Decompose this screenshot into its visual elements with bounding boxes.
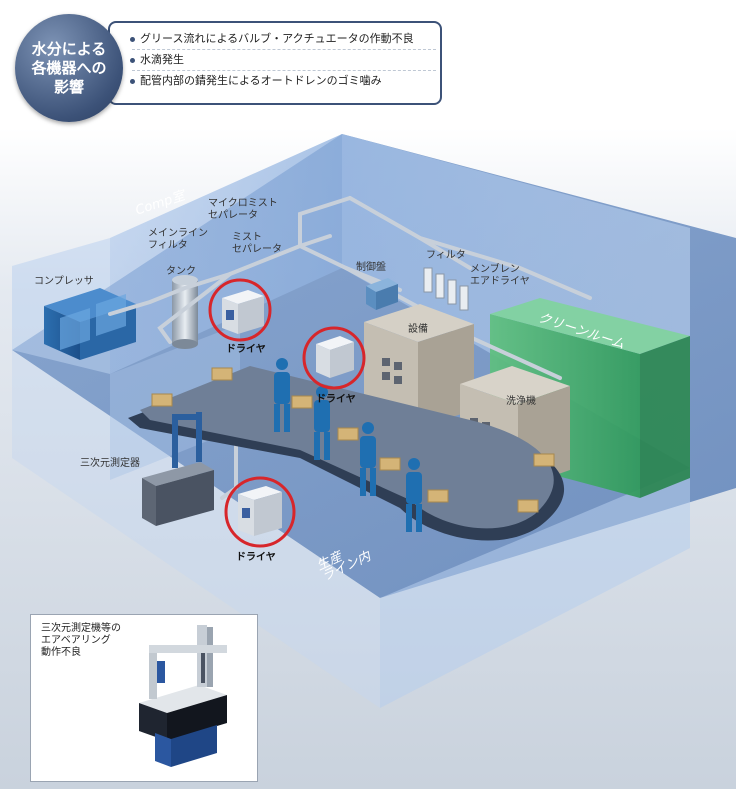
effect-item: 水滴発生: [130, 50, 436, 71]
mainline-filter-label: メインライン フィルタ: [148, 228, 208, 251]
inset-text: 三次元測定機等の エアベアリング 動作不良: [41, 623, 121, 658]
badge-text: 水分による 各機器への 影響: [31, 39, 107, 96]
dryer-unit-2: [316, 336, 354, 378]
effect-item: グリース流れによるバルブ・アクチュエータの作動不良: [130, 29, 436, 50]
cmm-inset: 三次元測定機等の エアベアリング 動作不良: [30, 614, 258, 782]
highlight-circle-dryer-3: [224, 476, 296, 548]
dryer-unit-1: [222, 290, 264, 334]
effect-item: 配管内部の錆発生によるオートドレンのゴミ噛み: [130, 71, 436, 91]
clean-room-top: [490, 298, 690, 354]
tank-label: タンク: [166, 266, 196, 277]
dryer-label-1: ドライヤ: [226, 344, 266, 355]
header-badge: 水分による 各機器への 影響: [15, 14, 123, 122]
cmm-label: 三次元測定器: [80, 458, 140, 469]
factory-illustration: [0, 128, 736, 789]
dryer-unit-3: [238, 486, 282, 536]
clean-room-side: [640, 336, 690, 498]
mist-separator-label: ミスト セパレータ: [232, 232, 282, 255]
effects-list: グリース流れによるバルブ・アクチュエータの作動不良 水滴発生 配管内部の錆発生に…: [110, 23, 440, 91]
room-front-glass: [12, 350, 380, 708]
dryer-label-2: ドライヤ: [316, 394, 356, 405]
control-panel: [366, 278, 398, 310]
cmm-machine: [142, 412, 214, 526]
control-panel-label: 制御盤: [356, 262, 386, 273]
filter-label: フィルタ: [426, 250, 466, 261]
room-back-wall: [110, 134, 342, 374]
room-front-glass-right: [380, 468, 690, 708]
effects-box: グリース流れによるバルブ・アクチュエータの作動不良 水滴発生 配管内部の錆発生に…: [108, 21, 442, 105]
workers: [274, 358, 422, 532]
dryer-label-3: ドライヤ: [236, 552, 276, 563]
membrane-dryer-label: メンブレン エアドライヤ: [470, 264, 530, 287]
compressor-unit: [44, 288, 136, 360]
highlight-circle-dryer-1: [208, 278, 272, 342]
factory-scene: Comp室 クリーンルーム 生産 ライン内 コンプレッサ タンク メインライン …: [0, 128, 736, 789]
cmm-inset-illustration: [139, 625, 227, 767]
filter-set: [423, 267, 469, 311]
product-boxes: [151, 367, 555, 513]
conveyor-belt: [128, 366, 565, 541]
compressor-label: コンプレッサ: [34, 276, 94, 287]
micro-mist-separator-label: マイクロミスト セパレータ: [208, 198, 278, 221]
highlight-circle-dryer-2: [302, 326, 366, 390]
washer-label: 洗浄機: [506, 396, 536, 407]
equipment-label: 設備: [408, 324, 428, 335]
